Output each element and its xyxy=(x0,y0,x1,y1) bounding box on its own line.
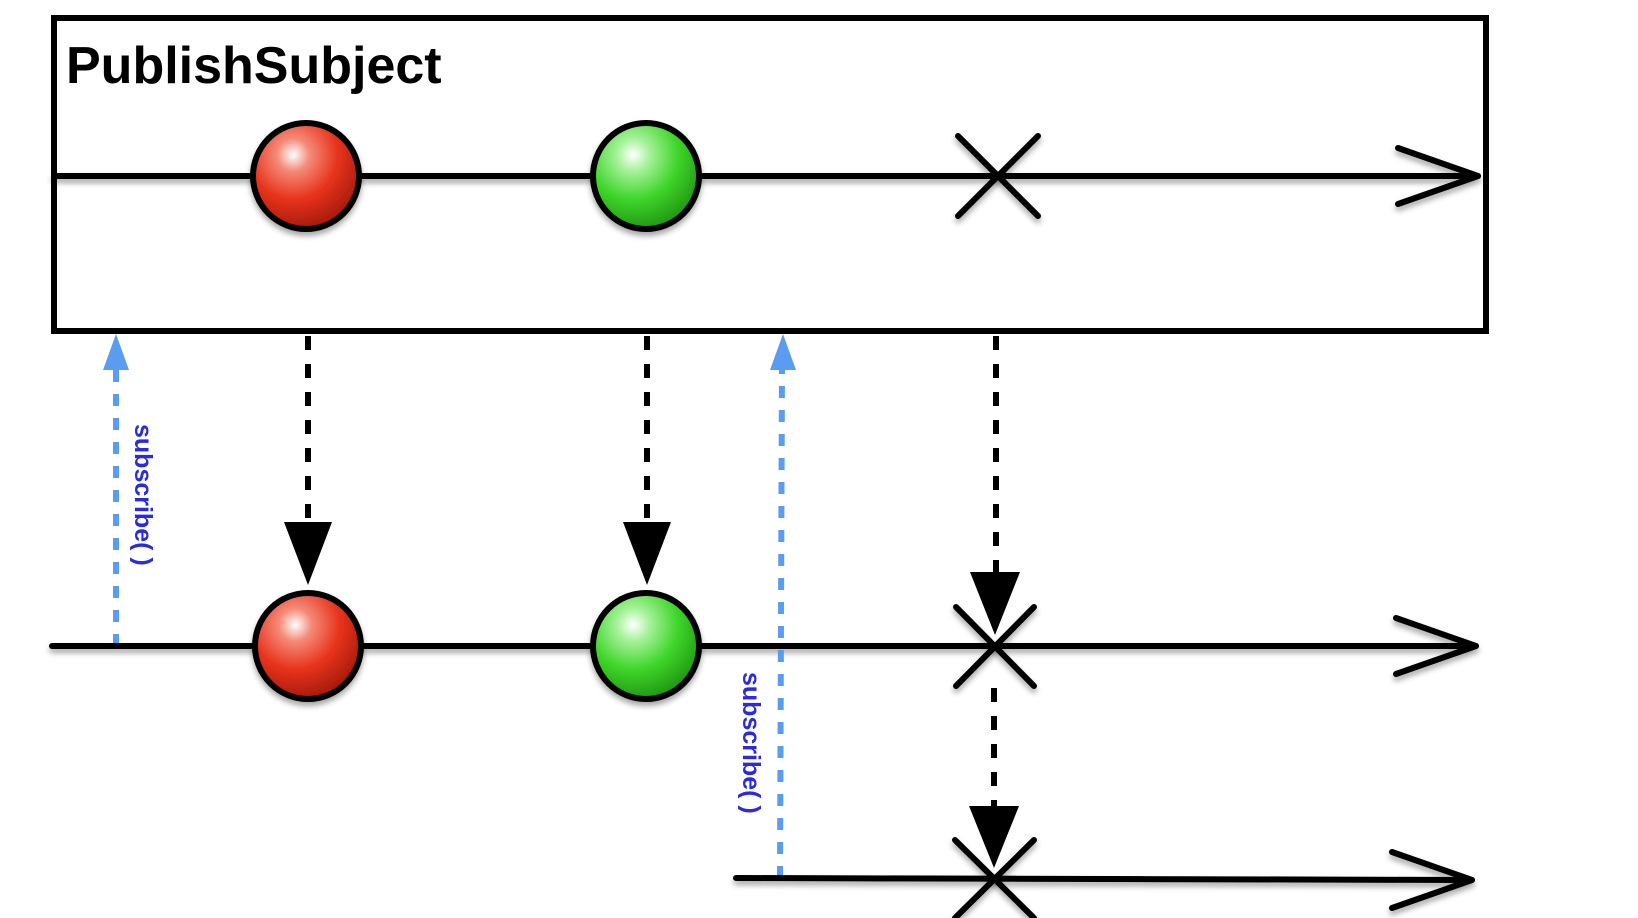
observer1-timeline-arrowhead xyxy=(1393,615,1479,677)
observer2-timeline xyxy=(733,849,1475,911)
error-forward-arrowhead xyxy=(969,806,1019,868)
observer1-green-marble xyxy=(590,590,702,702)
source-red-marble xyxy=(250,120,362,232)
green-emission-arrowhead xyxy=(623,522,671,585)
observer2-timeline-arrowhead xyxy=(1389,849,1475,911)
source-error-x-icon xyxy=(955,133,1041,219)
observer1-error-x-icon xyxy=(953,604,1037,689)
red-emission-arrowhead xyxy=(284,522,332,585)
observer2-error-x-icon xyxy=(952,837,1037,918)
observer2-subscribe-line xyxy=(777,361,785,879)
source-timeline-arrowhead xyxy=(1395,145,1481,207)
error-emission-arrowhead xyxy=(970,572,1020,635)
observer1-red-marble xyxy=(252,590,364,702)
observer2-subscribe-label: subscribe( ) xyxy=(737,672,765,814)
observer2-subscribe-arrowhead xyxy=(770,334,796,370)
observer1-subscribe-label: subscribe( ) xyxy=(129,424,157,566)
observer1-subscribe-arrowhead xyxy=(103,334,129,370)
source-green-marble xyxy=(590,120,702,232)
subject-title: PublishSubject xyxy=(66,37,442,95)
